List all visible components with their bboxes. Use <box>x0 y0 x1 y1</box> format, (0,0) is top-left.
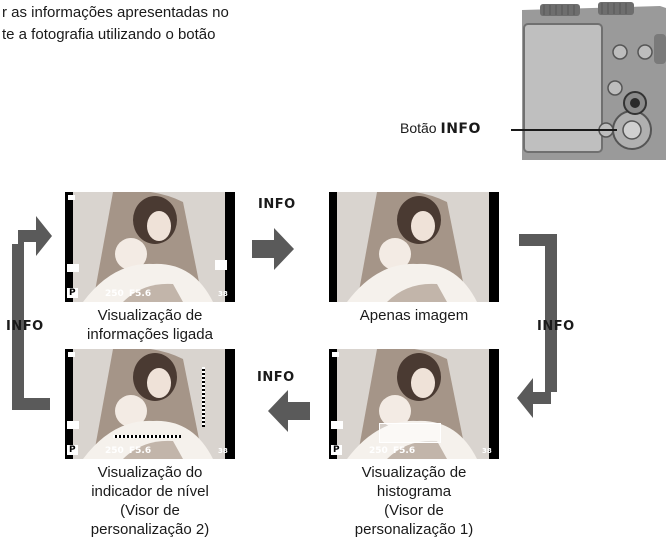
portrait-photo <box>337 192 489 302</box>
shots-remaining: 38 <box>482 447 492 455</box>
shutter-value: 250 <box>369 446 388 456</box>
shutter-value: 250 <box>105 446 124 456</box>
caption-image-only: Apenas imagem <box>359 307 469 324</box>
info-button-callout-name: INFO <box>440 121 481 137</box>
info-label-right: INFO <box>537 319 575 334</box>
shots-remaining: 38 <box>218 290 228 298</box>
histogram-panel <box>379 423 441 443</box>
aperture-value: F5.6 <box>393 446 416 456</box>
aperture-value: F5.6 <box>129 446 152 456</box>
info-label-top: INFO <box>258 197 296 212</box>
image-quality-icon <box>215 260 227 270</box>
screen-histogram: P 250 F5.6 38 <box>329 349 499 459</box>
intro-line-1: r as informações apresentadas no <box>2 4 229 21</box>
shutter-value: 250 <box>105 289 124 299</box>
screen-info-on: P 250 F5.6 38 <box>65 192 235 302</box>
drive-mode-icon <box>67 421 79 429</box>
intro-text: r as informações apresentadas no te a fo… <box>2 2 229 46</box>
info-button-callout: Botão INFO <box>400 120 481 137</box>
battery-icon <box>68 195 75 200</box>
mode-badge: P <box>67 445 78 455</box>
arrow-up-left <box>12 216 52 410</box>
aperture-value: F5.6 <box>129 289 152 299</box>
vertical-level-bar <box>202 367 205 427</box>
shots-remaining: 38 <box>218 447 228 455</box>
horizontal-level-bar <box>113 435 181 438</box>
portrait-photo <box>73 192 225 302</box>
arrow-down-right <box>517 234 557 418</box>
mode-badge: P <box>331 445 342 455</box>
mode-badge: P <box>67 288 78 298</box>
caption-info-on: Visualização de informações ligada <box>87 307 213 343</box>
drive-mode-icon <box>67 264 79 272</box>
camera-back-illustration <box>510 0 666 160</box>
screen-image-only <box>329 192 499 302</box>
battery-icon <box>68 352 75 357</box>
caption-level-gauge: Visualização do indicador de nível (Viso… <box>90 464 210 538</box>
intro-line-2: te a fotografia utilizando o botão <box>2 26 216 43</box>
arrow-left-bottom <box>268 390 310 432</box>
info-button-callout-text: Botão <box>400 120 437 136</box>
drive-mode-icon <box>331 421 343 429</box>
arrow-right-top <box>252 228 294 270</box>
screen-level-gauge: P 250 F5.6 38 <box>65 349 235 459</box>
caption-histogram: Visualização de histograma (Visor de per… <box>354 464 474 538</box>
info-label-bottom: INFO <box>257 370 295 385</box>
callout-leader-line <box>511 129 617 131</box>
battery-icon <box>332 352 339 357</box>
portrait-photo <box>73 349 225 459</box>
info-label-left: INFO <box>6 319 44 334</box>
